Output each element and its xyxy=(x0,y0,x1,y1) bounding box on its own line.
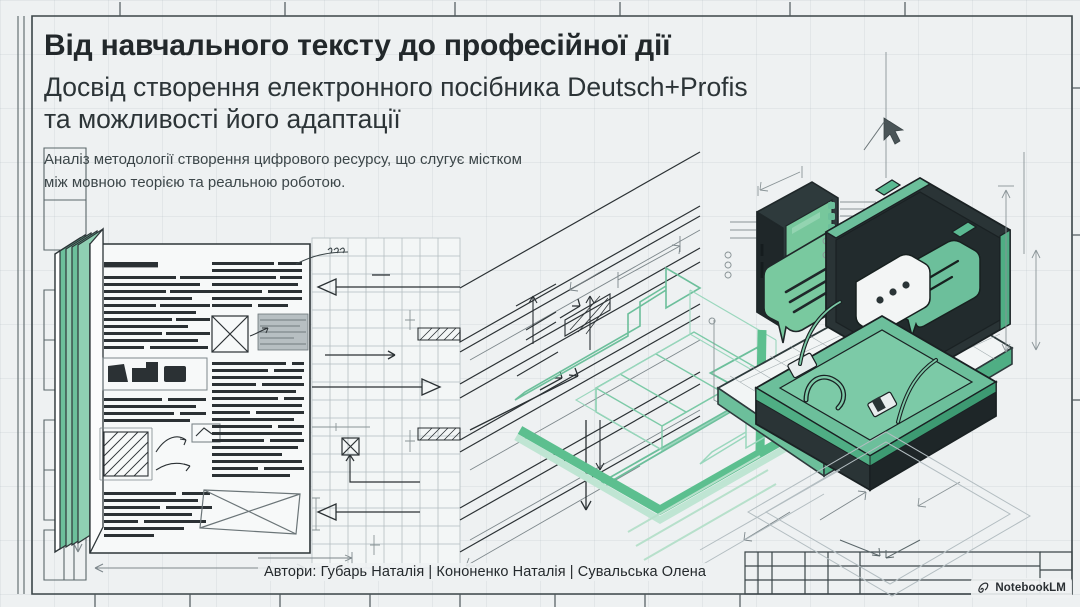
page-subtitle: Досвід створення електронного посібника … xyxy=(44,72,748,135)
notebooklm-label: NotebookLM xyxy=(995,582,1066,594)
briefcase-body xyxy=(754,314,998,492)
briefcase-dimension-lines xyxy=(885,52,1041,508)
description-line-2: між мовною теорією та реальною роботою. xyxy=(44,174,346,192)
description-line-1: Аналіз методології створення цифрового р… xyxy=(44,150,522,168)
title-group: Від навчального тексту до професійної ді… xyxy=(44,28,748,195)
phone-dimension-lines xyxy=(708,166,803,415)
notebooklm-spiral-icon xyxy=(978,582,989,593)
notebooklm-badge: NotebookLM xyxy=(971,578,1072,598)
page-description: Аналіз методології створення цифрового р… xyxy=(44,148,744,195)
subtitle-line-2: та можливості його адаптації xyxy=(44,103,401,134)
subtitle-line-1: Досвід створення електронного посібника … xyxy=(44,72,748,103)
page-title: Від навчального тексту до професійної ді… xyxy=(44,29,671,62)
authors-caption: Автори: Губарь Наталія | Кононенко Натал… xyxy=(258,563,713,581)
